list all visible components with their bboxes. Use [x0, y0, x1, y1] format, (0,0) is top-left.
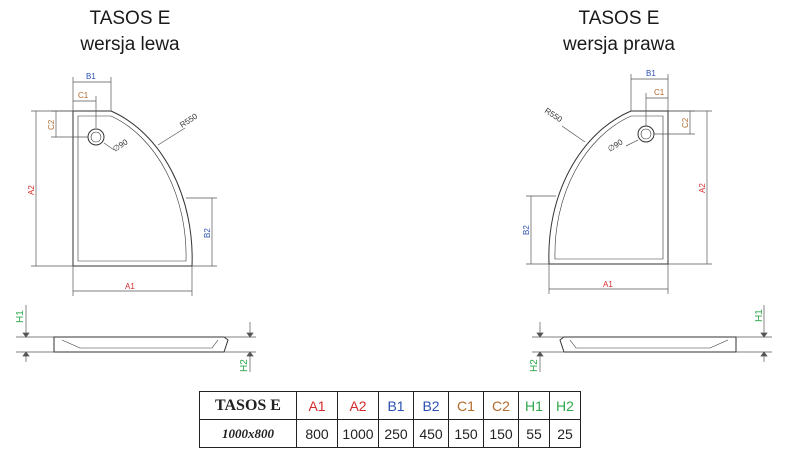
right-c2-label: C2 [681, 117, 690, 128]
left-drain-icon [87, 128, 105, 146]
left-a1-label: A1 [125, 282, 135, 291]
value-c1: 150 [448, 419, 484, 448]
right-drain-diameter-label: ∅90 [606, 137, 625, 153]
right-c1-label: C1 [654, 88, 665, 97]
right-tray-inner-outline [554, 115, 664, 260]
left-radius-label: R550 [178, 111, 199, 129]
header-b2: B2 [413, 391, 449, 420]
right-top-view [548, 110, 669, 265]
left-side-labels: H1 H2 [15, 310, 250, 372]
right-b1-label: B1 [646, 69, 656, 78]
right-model-title: TASOS E [578, 8, 660, 29]
header-a1: A1 [296, 391, 338, 420]
right-tray-profile-inner [569, 339, 729, 349]
right-dimension-labels: B1 C1 C2 A2 A1 B2 R550 ∅90 [522, 69, 707, 289]
table-row: 1000x800 800 1000 250 450 150 150 55 25 [199, 419, 581, 448]
right-h1-label: H1 [754, 309, 765, 322]
left-c2-label: C2 [47, 119, 56, 130]
right-dimension-lines [526, 74, 712, 294]
right-side-labels: H1 H2 [529, 309, 765, 372]
value-h2: 25 [549, 419, 581, 448]
left-dimension-lines [31, 77, 217, 296]
value-a2: 1000 [337, 419, 379, 448]
left-drain-inner-icon [90, 131, 102, 143]
value-b1: 250 [378, 419, 414, 448]
left-c1-label: C1 [78, 91, 89, 100]
header-h1: H1 [518, 391, 550, 420]
left-a2-label: A2 [27, 185, 36, 195]
table-header-row: TASOS E A1 A2 B1 B2 C1 C2 H1 H2 [199, 391, 581, 420]
value-h1: 55 [518, 419, 550, 448]
dimensions-table: TASOS E A1 A2 B1 B2 C1 C2 H1 H2 1000x800… [199, 391, 581, 448]
right-side-dimensions [532, 305, 772, 372]
right-h2-label: H2 [529, 359, 540, 372]
left-top-view [72, 110, 193, 267]
left-version-heading: TASOS E wersja lewa [10, 6, 250, 58]
right-a1-label: A1 [603, 280, 613, 289]
header-b1: B1 [378, 391, 414, 420]
left-side-view [53, 336, 229, 353]
left-b1-label: B1 [86, 72, 96, 81]
right-side-view [559, 336, 737, 353]
left-drain-diameter-label: ∅90 [111, 137, 130, 153]
left-dimension-labels: B1 C1 C2 A2 A1 B2 R550 ∅90 [27, 72, 212, 291]
right-tray-outline [548, 110, 669, 265]
right-version-subtitle: wersja prawa [563, 34, 675, 55]
left-h1-label: H1 [15, 310, 26, 323]
right-b2-label: B2 [522, 225, 531, 235]
technical-drawing: B1 C1 C2 A2 A1 B2 R550 ∅90 H1 H2 [15, 69, 772, 372]
left-side-dimensions [16, 305, 256, 372]
right-radius-label: R550 [543, 106, 564, 124]
left-tray-profile [53, 336, 229, 353]
right-a2-label: A2 [698, 183, 707, 193]
value-a1: 800 [296, 419, 338, 448]
right-drain-inner-icon [640, 128, 652, 140]
size-cell: 1000x800 [199, 419, 297, 448]
model-name-cell: TASOS E [199, 391, 297, 420]
header-a2: A2 [337, 391, 379, 420]
header-c2: C2 [483, 391, 519, 420]
right-version-heading: TASOS E wersja prawa [499, 6, 739, 58]
left-h2-label: H2 [239, 359, 250, 372]
left-model-title: TASOS E [89, 8, 171, 29]
right-tray-profile [559, 336, 737, 353]
header-h2: H2 [549, 391, 581, 420]
value-c2: 150 [483, 419, 519, 448]
header-c1: C1 [448, 391, 484, 420]
value-b2: 450 [413, 419, 449, 448]
left-version-subtitle: wersja lewa [80, 34, 180, 55]
left-tray-profile-inner [61, 339, 219, 349]
left-tray-inner-outline [77, 115, 187, 262]
left-tray-outline [72, 110, 193, 267]
right-drain-icon [637, 125, 655, 143]
left-b2-label: B2 [203, 228, 212, 238]
